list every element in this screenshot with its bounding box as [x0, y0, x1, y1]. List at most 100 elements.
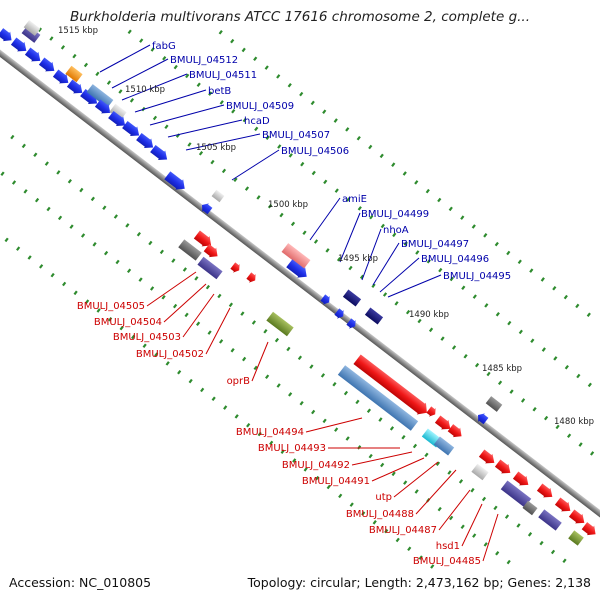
gene-block[interactable]: [149, 144, 171, 164]
gene-block[interactable]: [475, 411, 490, 426]
gene-label-bmulj-04499[interactable]: BMULJ_04499: [361, 209, 429, 220]
track-dot: [576, 373, 581, 379]
gene-block[interactable]: [538, 509, 562, 531]
gene-block[interactable]: [266, 311, 294, 337]
gene-label-nhoA[interactable]: nhoA: [383, 225, 409, 236]
gene-label-bmulj-04487[interactable]: BMULJ_04487: [369, 525, 437, 536]
gene-label-bmulj-04494[interactable]: BMULJ_04494: [236, 427, 304, 438]
gene-block[interactable]: [121, 120, 143, 140]
gene-label-oprB[interactable]: oprB: [227, 376, 251, 387]
gene-label-bmulj-04491[interactable]: BMULJ_04491: [302, 476, 370, 487]
gene-block[interactable]: [485, 396, 503, 412]
track-dot: [113, 214, 118, 219]
track-dot: [543, 415, 549, 421]
gene-block[interactable]: [425, 405, 438, 419]
gene-label-fabG[interactable]: fabG: [152, 41, 176, 52]
gene-block[interactable]: [568, 530, 584, 546]
gene-block[interactable]: [581, 521, 599, 539]
track-dot: [472, 294, 477, 299]
gene-block[interactable]: [554, 496, 574, 515]
gene-block[interactable]: [353, 353, 432, 418]
gene-block[interactable]: [285, 258, 310, 282]
gene-block[interactable]: [478, 448, 498, 467]
gene-block[interactable]: [345, 317, 358, 331]
track-dot: [368, 453, 373, 459]
gene-block[interactable]: [24, 46, 44, 65]
gene-block[interactable]: [109, 103, 127, 121]
gene-block[interactable]: [199, 201, 214, 216]
gene-block[interactable]: [337, 365, 419, 431]
gene-block[interactable]: [500, 480, 532, 508]
gene-block[interactable]: [447, 423, 465, 441]
gene-label-bmulj-04503[interactable]: BMULJ_04503: [113, 332, 181, 343]
gene-block[interactable]: [364, 307, 384, 325]
gene-label-bmulj-04512[interactable]: BMULJ_04512: [170, 55, 238, 66]
gene-label-bmulj-04496[interactable]: BMULJ_04496: [421, 254, 489, 265]
gene-label-bmulj-04488[interactable]: BMULJ_04488: [346, 509, 414, 520]
gene-label-bmulj-04506[interactable]: BMULJ_04506: [281, 146, 349, 157]
gene-block[interactable]: [229, 261, 242, 275]
gene-block[interactable]: [471, 463, 489, 481]
gene-label-bmulj-04509[interactable]: BMULJ_04509: [226, 101, 294, 112]
gene-block[interactable]: [211, 189, 225, 203]
track-dot: [449, 515, 454, 521]
gene-label-utp[interactable]: utp: [375, 492, 392, 503]
gene-label-bmulj-04495[interactable]: BMULJ_04495: [443, 271, 511, 282]
leader-line: [482, 513, 499, 562]
gene-block[interactable]: [23, 20, 41, 36]
gene-block[interactable]: [203, 243, 221, 261]
gene-block[interactable]: [66, 78, 86, 97]
track-dot: [414, 489, 419, 494]
gene-block[interactable]: [197, 256, 223, 280]
track-dot: [529, 268, 534, 273]
gene-label-bmulj-04492[interactable]: BMULJ_04492: [282, 460, 350, 471]
gene-label-hcaD[interactable]: hcaD: [244, 116, 270, 127]
gene-label-bmulj-04493[interactable]: BMULJ_04493: [258, 443, 326, 454]
gene-block[interactable]: [512, 470, 532, 489]
gene-block[interactable]: [536, 482, 556, 501]
gene-label-bmulj-04505[interactable]: BMULJ_04505: [77, 301, 145, 312]
gene-label-betB[interactable]: betB: [208, 86, 231, 97]
gene-block[interactable]: [86, 84, 114, 108]
gene-block[interactable]: [94, 98, 114, 117]
gene-label-amiE[interactable]: amiE: [342, 194, 367, 205]
gene-block[interactable]: [319, 293, 332, 307]
gene-label-hsd1[interactable]: hsd1: [436, 541, 460, 552]
track-dot: [517, 259, 522, 265]
gene-block[interactable]: [0, 27, 15, 45]
gene-block[interactable]: [10, 36, 30, 55]
gene-block[interactable]: [65, 65, 83, 83]
track-dot: [391, 471, 396, 477]
gene-label-bmulj-04511[interactable]: BMULJ_04511: [189, 70, 257, 81]
gene-block[interactable]: [193, 229, 215, 250]
gene-block[interactable]: [245, 271, 258, 285]
gene-block[interactable]: [433, 436, 455, 456]
gene-block[interactable]: [107, 110, 129, 130]
gene-label-bmulj-04507[interactable]: BMULJ_04507: [262, 130, 330, 141]
gene-block[interactable]: [163, 170, 188, 194]
track-dot: [253, 365, 258, 371]
gene-label-bmulj-04504[interactable]: BMULJ_04504: [94, 317, 162, 328]
track-dot: [315, 475, 320, 481]
gene-block[interactable]: [434, 414, 454, 433]
leader-line: [351, 451, 413, 466]
gene-label-bmulj-04497[interactable]: BMULJ_04497: [401, 239, 469, 250]
gene-label-bmulj-04485[interactable]: BMULJ_04485: [413, 556, 481, 567]
gene-block[interactable]: [281, 243, 311, 269]
gene-block[interactable]: [494, 458, 514, 477]
track-dot: [208, 91, 213, 96]
gene-block[interactable]: [38, 56, 58, 75]
gene-block[interactable]: [21, 25, 41, 43]
gene-block[interactable]: [79, 88, 101, 108]
gene-block[interactable]: [333, 307, 346, 321]
gene-block[interactable]: [522, 500, 538, 516]
gene-block[interactable]: [52, 68, 72, 87]
gene-block[interactable]: [342, 289, 362, 307]
gene-label-bmulj-04502[interactable]: BMULJ_04502: [136, 349, 204, 360]
gene-block[interactable]: [568, 508, 588, 527]
gene-features[interactable]: [0, 20, 599, 546]
gene-block[interactable]: [178, 239, 202, 261]
track-dot: [461, 285, 466, 291]
gene-block[interactable]: [135, 132, 157, 152]
